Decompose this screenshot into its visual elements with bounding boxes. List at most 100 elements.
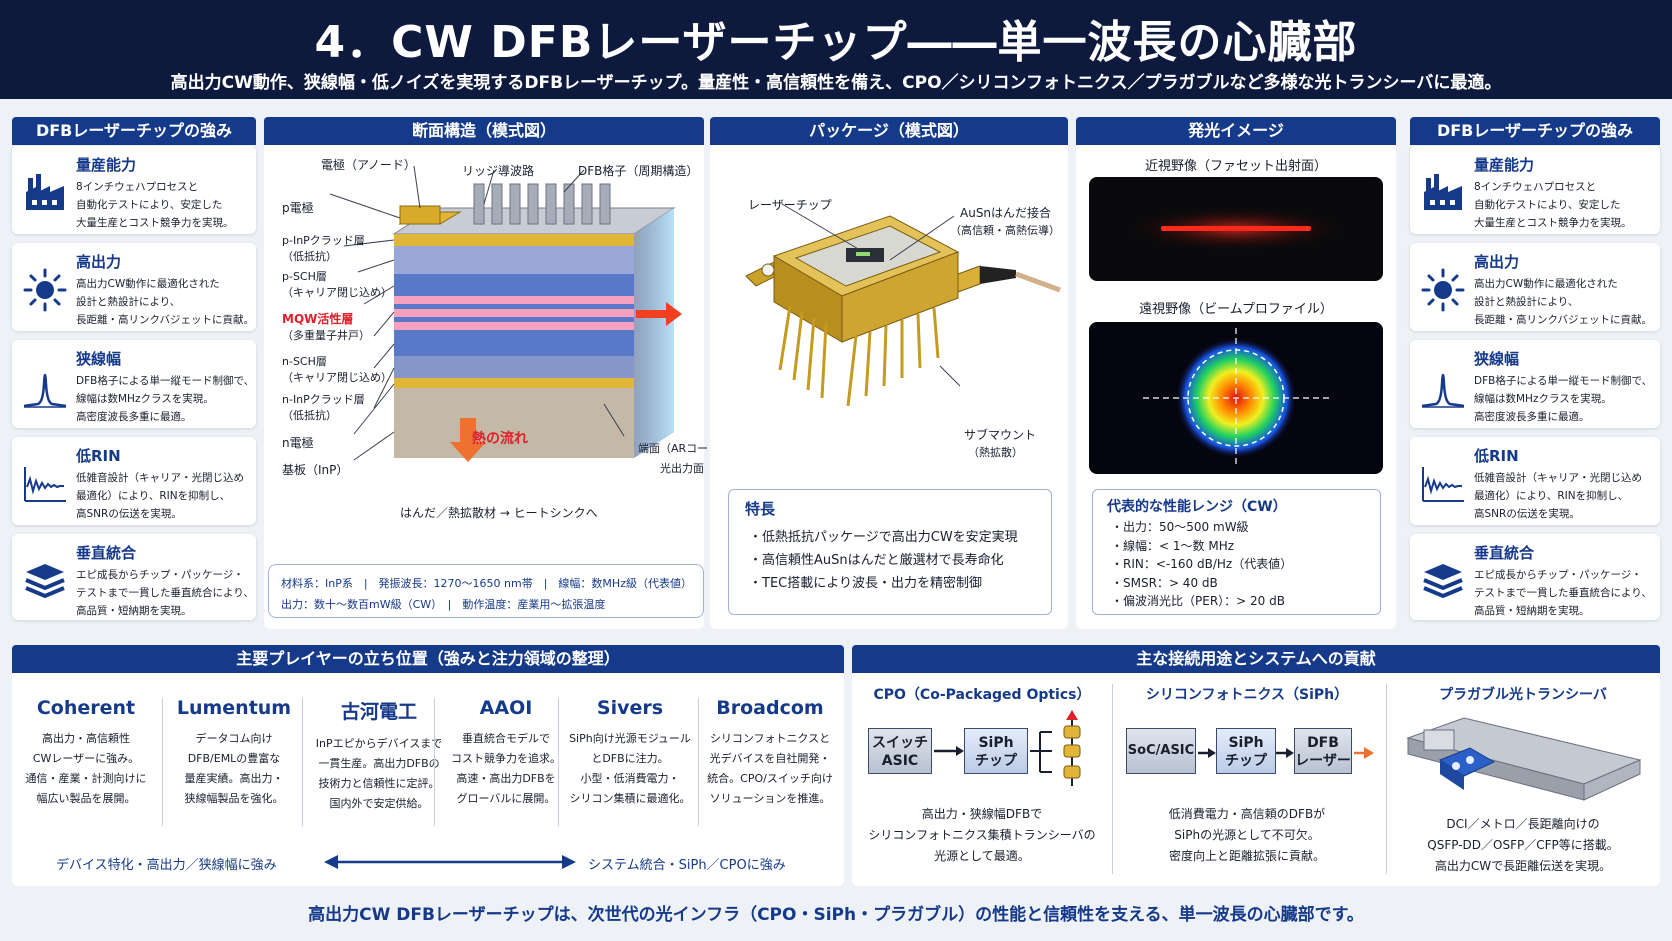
strength-description: 高出力CW動作に最適化された設計と熱設計により、長距離・高リンクバジェットに貢献…: [1474, 275, 1652, 329]
cpo-title: CPO（Co-Packaged Optics）: [873, 687, 1091, 703]
strengths-left-title: DFBレーザーチップの強み: [12, 117, 256, 145]
performance-item: SMSR：> 40 dB: [1111, 574, 1292, 593]
player-name: Broadcom: [716, 697, 824, 719]
player-name: 古河電工: [340, 701, 417, 723]
app-desc-line: 光源として最適。: [934, 849, 1030, 863]
package-features-box: 特長 低熱抵抗パッケージで高出力CWを安定実現高信頼性AuSnはんだと厳選材で長…: [728, 489, 1052, 615]
siph-dfb-laser-block: DFB レーザー: [1294, 728, 1352, 774]
player-desc-line: コスト競争力を追求。: [451, 752, 561, 765]
strength-desc-line: 高密度波長多重に最適。: [76, 411, 192, 423]
axis-label-left: デバイス特化・高出力／狭線幅に強み: [56, 858, 277, 873]
player-desc-line: 統合。CPO/スイッチ向け: [707, 772, 833, 785]
label-p-clad: p-InPクラッド層: [282, 234, 365, 247]
player-desc-line: DFB/EMLの豊富な: [187, 752, 281, 765]
cpo-flow-diagram: [934, 710, 1081, 786]
cpo-switch-asic-block: スイッチ ASIC: [868, 728, 932, 774]
page-subtitle: 高出力CW動作、狭線幅・低ノイズを実現するDFBレーザーチップ。量産性・高信頼性…: [170, 73, 1502, 93]
strength-title: 量産能力: [1474, 156, 1535, 174]
strength-card: 狭線幅 DFB格子による単一縦モード制御で、線幅は数MHzクラスを実現。高密度波…: [1410, 340, 1660, 428]
player-name: AAOI: [479, 697, 533, 719]
strength-desc-line: DFB格子による単一縦モード制御で、: [76, 375, 255, 387]
player-desc-line: とDFBに注力。: [591, 752, 669, 765]
strength-desc-line: エピ成長からチップ・パッケージ・: [1474, 569, 1642, 581]
player-desc-line: 量産実績。高出力・: [184, 772, 284, 785]
sun-icon: [22, 267, 68, 313]
strength-card: 低RIN 低雑音設計（キャリア・光閉じ込め最適化）により、RINを抑制し、高SN…: [12, 437, 256, 525]
player-divider: [434, 698, 435, 826]
emission-title: 発光イメージ: [1076, 117, 1396, 145]
player-column: Broadcom シリコンフォトニクスと光デバイスを自社開発・統合。CPO/スイ…: [700, 697, 840, 809]
strength-card: 量産能力 8インチウェハプロセスと自動化テストにより、安定した大量生産とコスト競…: [12, 146, 256, 234]
layers-icon: [22, 558, 68, 604]
strength-title: 垂直統合: [76, 544, 137, 562]
label-ausn-note: （高信頼・高熱伝導）: [950, 224, 1060, 237]
player-description: InPエピからデバイスまで一貫生産。高出力DFBの技術力と信頼性に定評。国内外で…: [304, 734, 454, 814]
cross-section-title: 断面構造（模式図）: [264, 117, 704, 145]
package-diagram: [745, 203, 1061, 407]
positioning-axis-arrow: [324, 855, 576, 869]
cpo-block1-line1: スイッチ: [872, 735, 928, 751]
noise-wave-icon: [22, 461, 68, 507]
label-facet-note: 光出力面: [660, 462, 704, 475]
performance-title: 代表的な性能レンジ（CW）: [1107, 499, 1287, 515]
strength-card: 量産能力 8インチウェハプロセスと自動化テストにより、安定した大量生産とコスト競…: [1410, 146, 1660, 234]
player-divider: [302, 698, 303, 826]
player-desc-line: 技術力と信頼性に定評。: [318, 777, 440, 790]
strength-desc-line: 自動化テストにより、安定した: [1474, 199, 1621, 211]
player-desc-line: 光デバイスを自社開発・: [709, 752, 831, 765]
performance-box: 代表的な性能レンジ（CW） 出力：50〜500 mW級線幅：< 1〜数 MHzR…: [1092, 489, 1381, 615]
strength-title: 垂直統合: [1474, 544, 1535, 562]
strength-desc-line: エピ成長からチップ・パッケージ・: [76, 569, 244, 581]
player-description: シリコンフォトニクスと光デバイスを自社開発・統合。CPO/スイッチ向けソリューシ…: [700, 729, 840, 809]
strength-desc-line: 高SNRの伝送を実現。: [1474, 508, 1580, 520]
strength-desc-line: 最適化）により、RINを抑制し、: [1474, 490, 1629, 502]
performance-item: 線幅：< 1〜数 MHz: [1111, 537, 1292, 556]
strength-desc-line: 高品質・短納期を実現。: [1474, 605, 1590, 617]
siph-block1-line1: SoC/ASIC: [1127, 743, 1195, 758]
cross-section-diagram: [329, 165, 682, 462]
strength-desc-line: 高品質・短納期を実現。: [76, 605, 192, 617]
strength-desc-line: 設計と熱設計により、: [76, 296, 181, 308]
strength-description: 低雑音設計（キャリア・光閉じ込め最適化）により、RINを抑制し、高SNRの伝送を…: [1474, 469, 1650, 523]
cpo-description: 高出力・狭線幅DFBでシリコンフォトニクス集積トランシーバの光源として最適。: [852, 804, 1112, 867]
noise-wave-icon: [1420, 461, 1466, 507]
app-desc-line: 密度向上と距離拡張に貢献。: [1168, 849, 1325, 863]
players-title: 主要プレイヤーの立ち位置（強みと注力領域の整理）: [12, 645, 844, 673]
strength-desc-line: 低雑音設計（キャリア・光閉じ込め: [1474, 472, 1642, 484]
layers-icon: [1420, 558, 1466, 604]
spec-line-2: 出力：数十〜数百mW級（CW） | 動作温度：産業用〜拡張温度: [281, 598, 606, 611]
strength-title: 量産能力: [76, 156, 137, 174]
strength-title: 高出力: [1474, 253, 1520, 271]
strength-desc-line: 低雑音設計（キャリア・光閉じ込め: [76, 472, 244, 484]
cpo-block2-line2: チップ: [975, 753, 1017, 769]
player-desc-line: CWレーザーに強み。: [32, 752, 140, 765]
strength-description: 8インチウェハプロセスと自動化テストにより、安定した大量生産とコスト競争力を実現…: [76, 178, 252, 232]
label-heat-flow: 熱の流れ: [472, 431, 528, 447]
player-desc-line: データコム向け: [195, 732, 273, 745]
spec-line-1: 材料系：InP系 | 発振波長：1270〜1650 nm帯 | 線幅：数MHz級…: [281, 577, 692, 590]
player-desc-line: 高速・高出力DFBを: [456, 772, 556, 785]
footer-message: 高出力CW DFBレーザーチップは、次世代の光インフラ（CPO・SiPh・プラガ…: [308, 905, 1364, 925]
applications-title: 主な接続用途とシステムへの貢献: [852, 645, 1660, 673]
app-desc-line: 高出力・狭線幅DFBで: [921, 807, 1043, 821]
label-n-sch: n-SCH層: [282, 355, 327, 368]
strength-title: 狭線幅: [1474, 350, 1520, 368]
player-column: 古河電工 InPエピからデバイスまで一貫生産。高出力DFBの技術力と信頼性に定評…: [304, 697, 454, 814]
player-desc-line: シリコンフォトニクスと: [709, 732, 831, 745]
strength-desc-line: DFB格子による単一縦モード制御で、: [1474, 375, 1653, 387]
far-field-image: [1089, 322, 1383, 474]
player-desc-line: 小型・低消費電力・: [580, 772, 680, 785]
cpo-block1-line2: ASIC: [881, 753, 919, 769]
label-n-electrode: n電極: [282, 436, 314, 450]
siph-block2-line1: SiPh: [1228, 735, 1264, 751]
strength-desc-line: 高密度波長多重に最適。: [1474, 411, 1590, 423]
strength-card: 垂直統合 エピ成長からチップ・パッケージ・テストまで一貫した垂直統合により、高品…: [1410, 534, 1660, 620]
label-submount-note: （熱拡散）: [968, 446, 1023, 459]
app-divider-1: [1112, 684, 1113, 874]
siph-chip-block: SiPh チップ: [1216, 728, 1276, 774]
app-desc-line: QSFP-DD／OSFP／CFP等に搭載。: [1427, 838, 1619, 852]
app-desc-line: SiPhの光源として不可欠。: [1174, 828, 1320, 842]
